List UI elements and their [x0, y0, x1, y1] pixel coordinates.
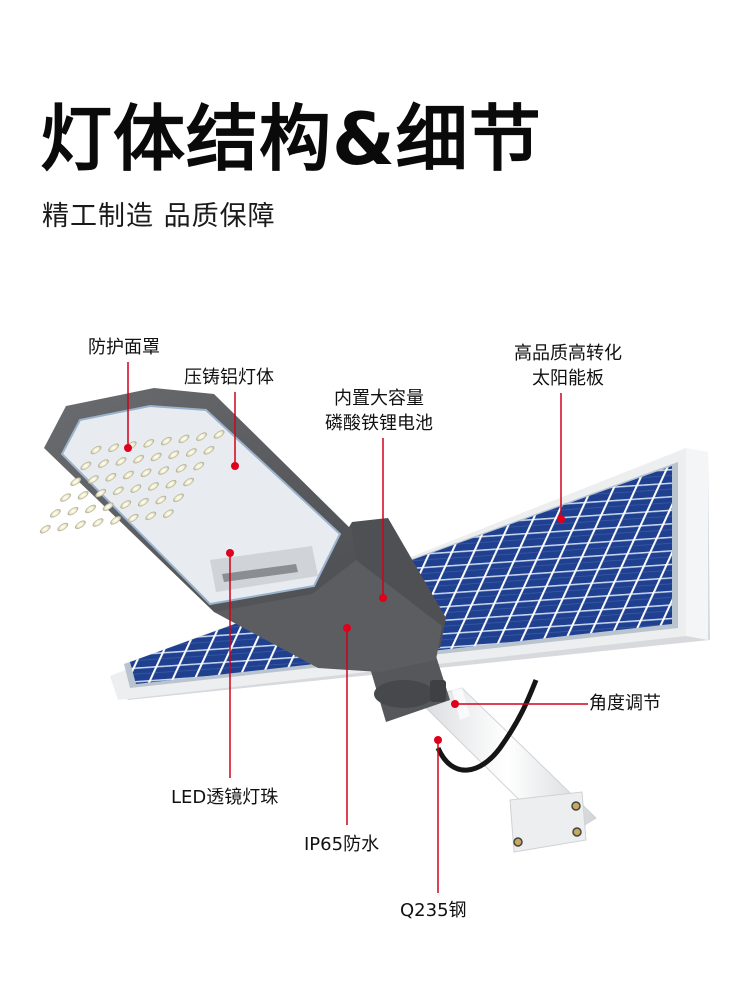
callout-angle: 角度调节 [589, 691, 661, 716]
callout-battery-line2: 磷酸铁锂电池 [325, 413, 433, 434]
callout-angle-text: 角度调节 [589, 693, 661, 714]
callout-solar-line1: 高品质高转化 [514, 343, 622, 364]
callout-lines [124, 362, 588, 893]
mounting-bracket [417, 679, 597, 853]
callout-housing: 压铸铝灯体 [184, 365, 274, 390]
lamp-head [39, 388, 450, 722]
callout-steel: Q235钢 [400, 898, 467, 923]
led-array [39, 430, 225, 534]
page-title: 灯体结构&细节 [40, 97, 542, 181]
callout-steel-text: Q235钢 [400, 900, 467, 921]
callout-battery: 内置大容量 磷酸铁锂电池 [312, 386, 446, 436]
callout-led-text: LED透镜灯珠 [171, 787, 279, 808]
callout-solar-line2: 太阳能板 [532, 368, 604, 389]
callout-cover-text: 防护面罩 [88, 337, 160, 358]
callout-cover: 防护面罩 [88, 335, 160, 360]
page-subtitle: 精工制造 品质保障 [42, 201, 276, 232]
callout-waterproof: IP65防水 [304, 832, 379, 857]
callout-housing-text: 压铸铝灯体 [184, 367, 274, 388]
callout-solar-panel: 高品质高转化 太阳能板 [500, 341, 636, 391]
callout-battery-line1: 内置大容量 [334, 388, 424, 409]
callout-waterproof-text: IP65防水 [304, 834, 380, 855]
callout-led: LED透镜灯珠 [171, 785, 278, 810]
